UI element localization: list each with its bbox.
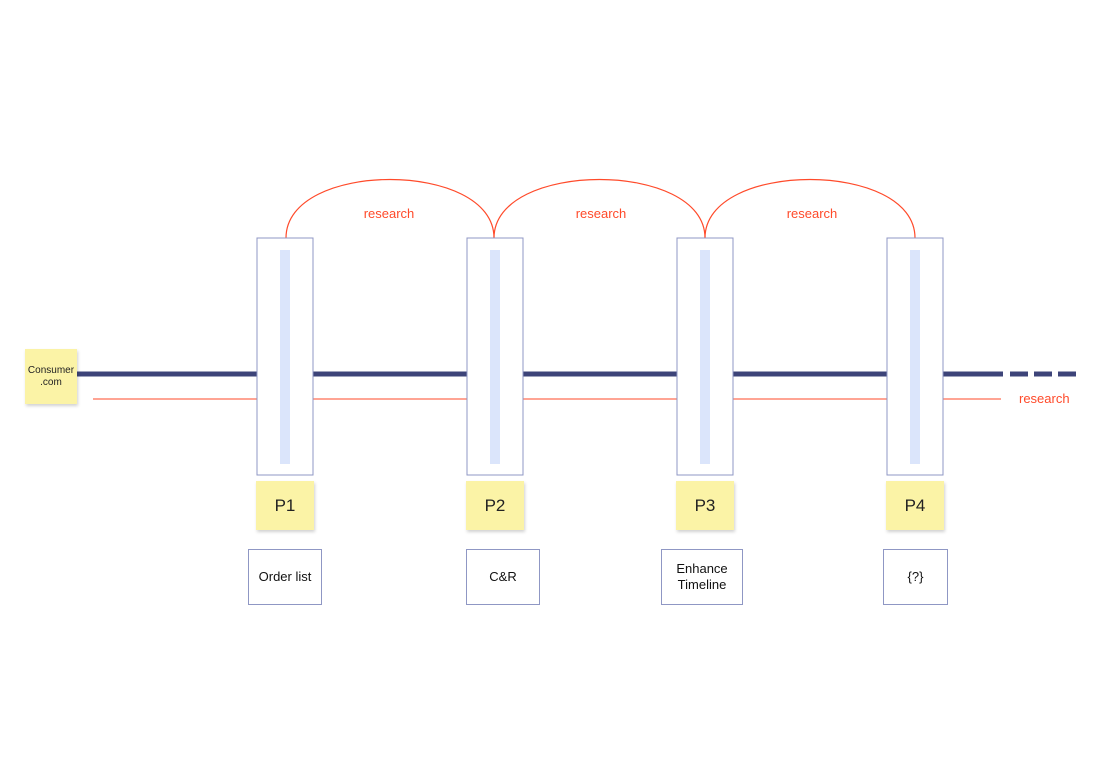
source-label-line2: .com (40, 376, 62, 388)
phase-sticky-p3: P3 (676, 481, 734, 530)
phase-sticky-p4: P4 (886, 481, 944, 530)
research-arc-3 (704, 178, 916, 239)
deliverable-box-p3: Enhance Timeline (661, 549, 743, 605)
pillar-p3 (676, 237, 734, 476)
research-arc-label-3: research (787, 206, 838, 221)
phase-sticky-p1: P1 (256, 481, 314, 530)
phase-sticky-p2: P2 (466, 481, 524, 530)
research-arc-2 (493, 178, 706, 239)
pillar-p4 (886, 237, 944, 476)
pillar-p1-inner (280, 250, 290, 464)
deliverable-box-p2: C&R (466, 549, 540, 605)
deliverable-box-p1: Order list (248, 549, 322, 605)
source-label-line1: Consumer (27, 364, 75, 376)
deliverable-box-p4: {?} (883, 549, 948, 605)
source-sticky: Consumer .com (25, 349, 77, 404)
research-line-label: research (1019, 391, 1070, 406)
pillar-p1 (256, 237, 314, 476)
pillar-p2-inner (490, 250, 500, 464)
pillar-p4-inner (910, 250, 920, 464)
pillar-p2 (466, 237, 524, 476)
pillar-p3-inner (700, 250, 710, 464)
research-arc-1 (285, 178, 495, 239)
research-arc-label-2: research (576, 206, 627, 221)
research-arc-label-1: research (364, 206, 415, 221)
